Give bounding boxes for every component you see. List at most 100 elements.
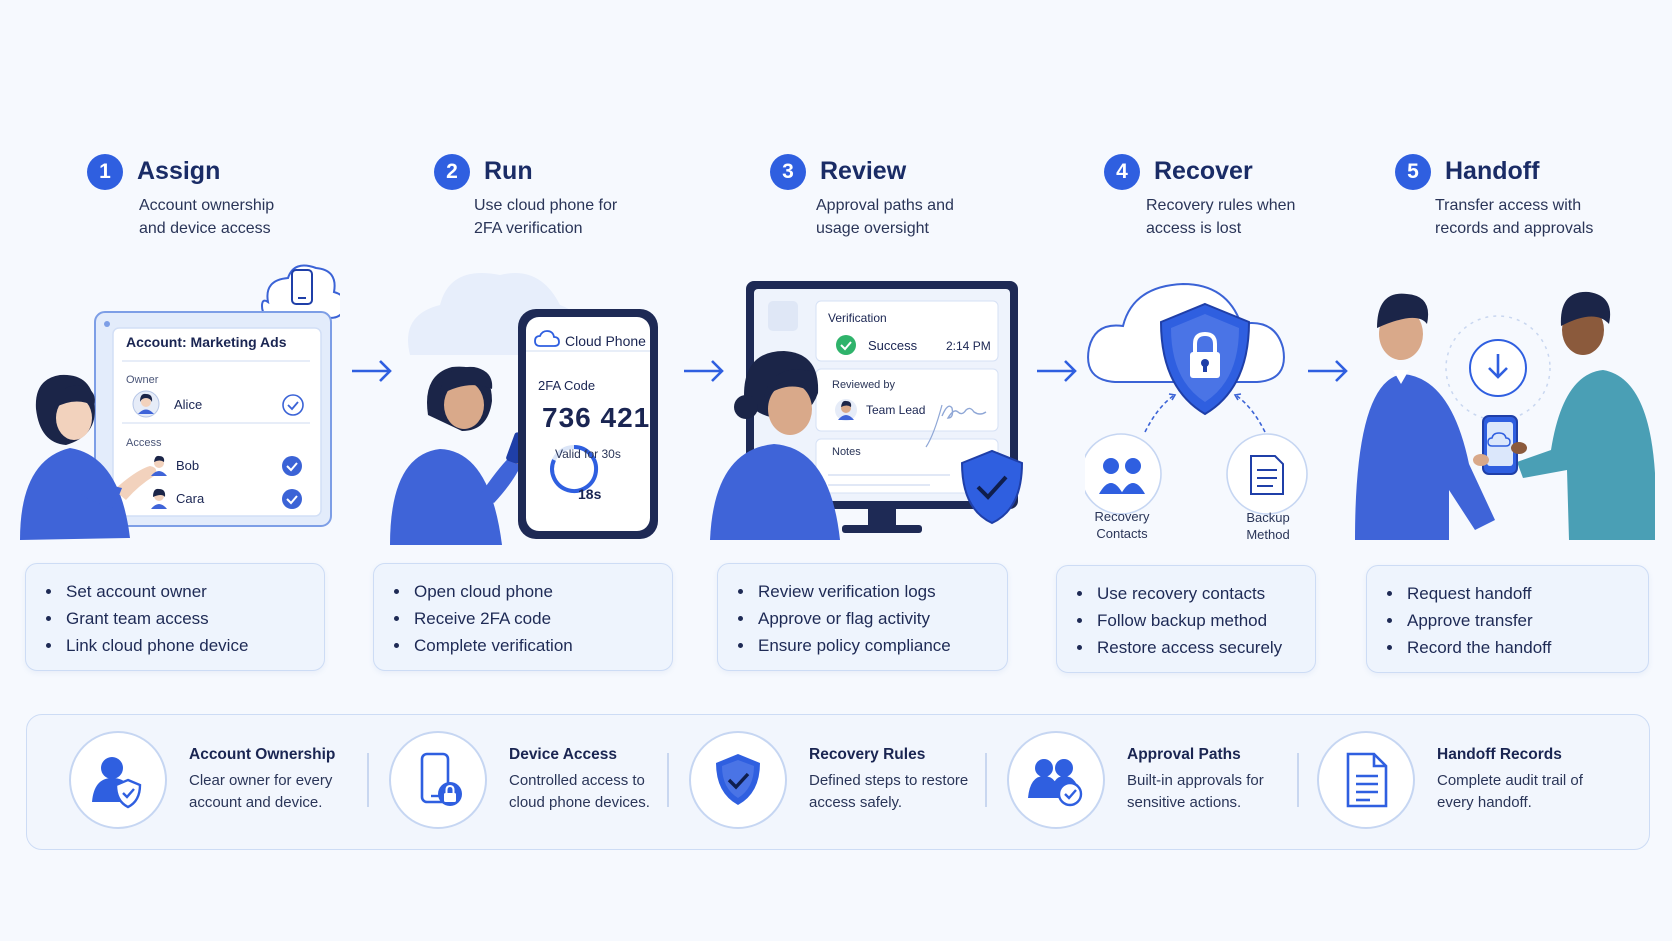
recover-illustration <box>1085 282 1308 515</box>
subtitle-line: Use cloud phone for <box>474 197 618 214</box>
backup-method-icon <box>1226 433 1308 515</box>
subtitle-line: 2FA verification <box>474 220 583 237</box>
list-item: Approve or flag activity <box>738 605 1007 632</box>
step-3-subtitle: Approval paths and usage oversight <box>816 194 1036 240</box>
assign-panel: Account: Marketing Ads <box>126 334 326 350</box>
check-filled-icon[interactable] <box>281 455 303 477</box>
feature-title: Account Ownership <box>189 746 336 763</box>
list-item: Approve transfer <box>1387 607 1648 634</box>
success-check-icon <box>836 335 856 355</box>
step-number: 4 <box>1104 154 1140 190</box>
status-text: Success <box>868 338 918 353</box>
access-user-name: Bob <box>176 458 200 473</box>
feature-title: Recovery Rules <box>809 746 926 763</box>
step-1-header: 1 Assign <box>87 152 220 190</box>
subtitle-line: usage oversight <box>816 220 929 237</box>
run-illustration <box>390 273 658 545</box>
avatar <box>835 399 857 421</box>
valid-text: Valid for 30s <box>555 447 621 461</box>
step-2-header: 2 Run <box>434 152 533 190</box>
label-line: Backup <box>1246 510 1290 525</box>
subtitle-line: Transfer access with <box>1435 197 1582 214</box>
bullet-list: Review verification logs Approve or flag… <box>718 564 1007 659</box>
feature-title: Device Access <box>509 746 618 763</box>
feature-device-access: Device Access Controlled access to cloud… <box>389 731 669 829</box>
list-item: Review verification logs <box>738 578 1007 605</box>
step-4-header: 4 Recover <box>1104 152 1253 190</box>
person-illustration <box>710 351 840 540</box>
owner-row: Alice <box>132 390 304 418</box>
subtitle-line: records and approvals <box>1435 220 1594 237</box>
feature-description: Clear owner for every account and device… <box>189 772 333 811</box>
step-title: Run <box>484 157 533 185</box>
divider <box>667 753 669 807</box>
feature-icon-circle <box>389 731 487 829</box>
access-label: Access <box>126 437 162 449</box>
check-filled-icon[interactable] <box>281 488 303 510</box>
feature-account-ownership: Account Ownership Clear owner for every … <box>69 731 349 829</box>
signature-icon <box>941 405 987 419</box>
list-item: Use recovery contacts <box>1077 580 1315 607</box>
step-2-subtitle: Use cloud phone for 2FA verification <box>474 194 694 240</box>
list-item: Restore access securely <box>1077 634 1315 661</box>
bullet-list: Request handoff Approve transfer Record … <box>1367 566 1648 661</box>
timer-text: 18s <box>578 486 602 502</box>
shield-check-icon <box>960 449 1024 525</box>
step-number: 1 <box>87 154 123 190</box>
bullet-list: Use recovery contacts Follow backup meth… <box>1057 566 1315 661</box>
avatar <box>151 488 167 509</box>
arrow-right-icon <box>1037 360 1077 382</box>
owner-label: Owner <box>126 374 159 386</box>
cloud-phone-icon <box>260 264 340 319</box>
reviewer-name: Team Lead <box>866 403 926 417</box>
feature-approval-paths: Approval Paths Built-in approvals for se… <box>1007 731 1287 829</box>
step-title: Assign <box>137 157 221 185</box>
access-row: Bob <box>148 454 308 478</box>
person-left <box>1355 293 1495 540</box>
step-1-subtitle: Account ownership and device access <box>139 194 359 240</box>
list-item: Request handoff <box>1387 580 1648 607</box>
code-label: 2FA Code <box>538 378 596 393</box>
backup-method-label: Backup Method <box>1236 509 1300 543</box>
step-number: 3 <box>770 154 806 190</box>
step-3-header: 3 Review <box>770 152 906 190</box>
arrow-right-icon <box>352 360 392 382</box>
user-shield-icon <box>92 757 142 809</box>
assign-illustration <box>20 264 340 540</box>
review-illustration <box>710 281 1024 540</box>
list-item: Receive 2FA code <box>394 605 672 632</box>
verification-code: 736 421 <box>542 402 651 433</box>
step-title: Recover <box>1154 157 1253 185</box>
person-illustration <box>390 366 528 545</box>
feature-description: Defined steps to restore access safely. <box>809 772 969 811</box>
recovery-contacts-label: Recovery Contacts <box>1090 508 1154 542</box>
arrow-right-icon <box>684 360 724 382</box>
subtitle-line: and device access <box>139 220 271 237</box>
list-item: Link cloud phone device <box>46 632 324 659</box>
list-item: Open cloud phone <box>394 578 672 605</box>
avatar <box>151 455 167 476</box>
step-title: Handoff <box>1445 157 1540 185</box>
feature-icon-circle <box>1007 731 1105 829</box>
features-panel: Account Ownership Clear owner for every … <box>26 714 1650 850</box>
list-item: Grant team access <box>46 605 324 632</box>
step-5-card: Request handoff Approve transfer Record … <box>1366 565 1649 673</box>
bullet-list: Set account owner Grant team access Link… <box>26 564 324 659</box>
check-circle-icon <box>282 394 304 416</box>
step-3-card: Review verification logs Approve or flag… <box>717 563 1008 671</box>
step-4-card: Use recovery contacts Follow backup meth… <box>1056 565 1316 673</box>
status-time: 2:14 PM <box>946 339 991 353</box>
reviewed-by-label: Reviewed by <box>832 379 895 391</box>
document-icon <box>1346 752 1388 808</box>
label-line: Method <box>1246 527 1290 542</box>
subtitle-line: Recovery rules when <box>1146 197 1296 214</box>
phone-lock-icon <box>420 752 462 806</box>
step-title: Review <box>820 157 907 185</box>
step-2-card: Open cloud phone Receive 2FA code Comple… <box>373 563 673 671</box>
feature-recovery-rules: Recovery Rules Defined steps to restore … <box>689 731 969 829</box>
avatar <box>132 390 160 418</box>
feature-icon-circle <box>69 731 167 829</box>
step-number: 5 <box>1395 154 1431 190</box>
feature-description: Complete audit trail of every handoff. <box>1437 772 1583 811</box>
notes-label: Notes <box>832 446 861 458</box>
